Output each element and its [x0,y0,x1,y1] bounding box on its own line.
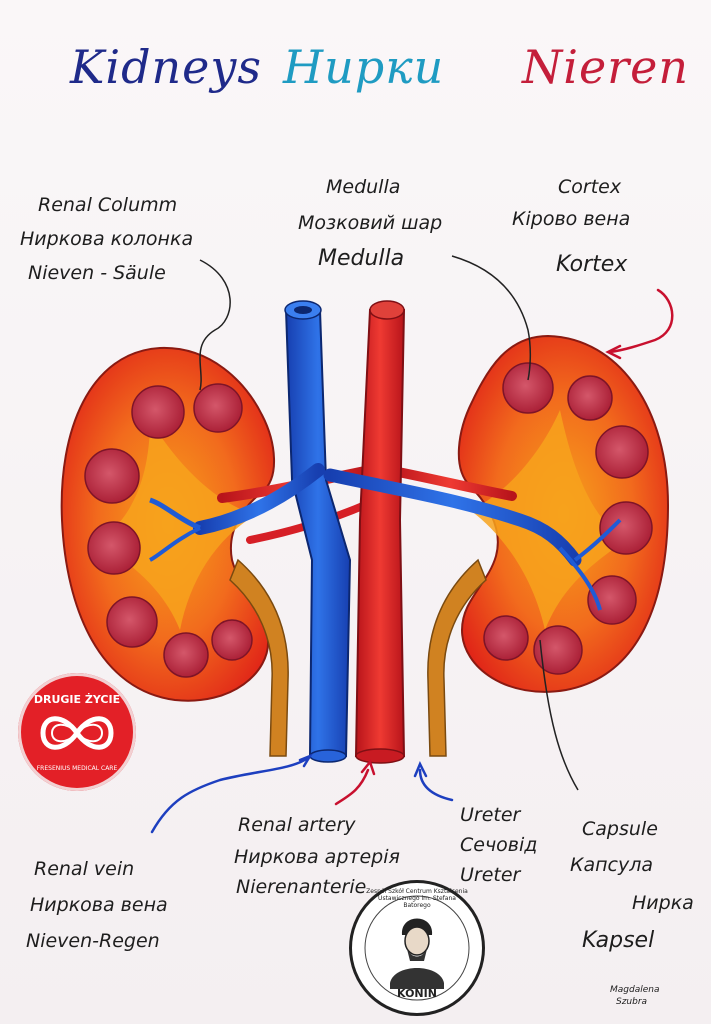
medulla-de: Medulla [318,246,405,271]
signature-line-2: Szubra [616,997,648,1007]
left-kidney [60,346,275,702]
right-ureter [427,558,487,757]
seal-portrait-icon [364,895,470,1001]
title-ukrainian: Нирки [283,40,445,94]
left-pyramids [84,383,253,678]
drugie-zycie-logo: DRUGIE ŻYCIE FRESENIUS MEDICAL CARE [18,673,136,791]
title-german: Nieren [522,40,690,94]
aorta [354,309,406,757]
capsule-en: Capsule [582,818,658,840]
badge-text-top: DRUGIE ŻYCIE [33,693,121,706]
cortex-en: Cortex [558,176,622,198]
medulla-uk: Мозковий шар [298,212,443,234]
renal-column-de: Nieven - Säule [28,262,166,284]
renal-vein-uk: Ниркова вена [30,894,168,916]
medulla-en: Medulla [326,176,401,198]
seal-ring-text: Zespół Szkół Centrum Kształcenia Ustawic… [366,888,468,909]
seal-city: KONIN [397,987,437,1000]
annotation-arrows [150,288,674,834]
renal-artery-de: Nierenanterie [236,876,367,898]
right-pyramids [483,362,653,675]
right-kidney [457,334,670,693]
signature-line-1: Magdalena [610,985,660,995]
renal-vein-en: Renal vein [34,858,135,880]
ureter-en: Ureter [460,804,521,826]
capsule-de: Kapsel [582,928,655,953]
infinity-icon [40,716,114,750]
capsule-uk: Капсула [570,854,654,876]
badge-text-bottom: FRESENIUS MEDICAL CARE [36,765,118,772]
renal-artery-uk: Ниркова артерія [234,846,400,868]
cortex-de: Kortex [556,252,628,277]
ureter-uk: Сечовід [460,834,538,856]
leader-lines [199,255,579,791]
ureter-de: Ureter [460,864,521,886]
renal-artery-en: Renal artery [238,814,356,836]
title-english: Kidneys [70,40,262,94]
capsule-uk-2: Нирка [632,892,694,914]
school-seal: Zespół Szkół Centrum Kształcenia Ustawic… [349,880,485,1016]
renal-column-uk: Нирковa колонка [20,228,194,250]
left-ureter [229,558,289,757]
renal-vein-de: Nieven-Regen [26,930,160,952]
renal-column-en: Renal Columm [38,194,178,216]
cortex-uk: Кірово вена [512,208,631,230]
